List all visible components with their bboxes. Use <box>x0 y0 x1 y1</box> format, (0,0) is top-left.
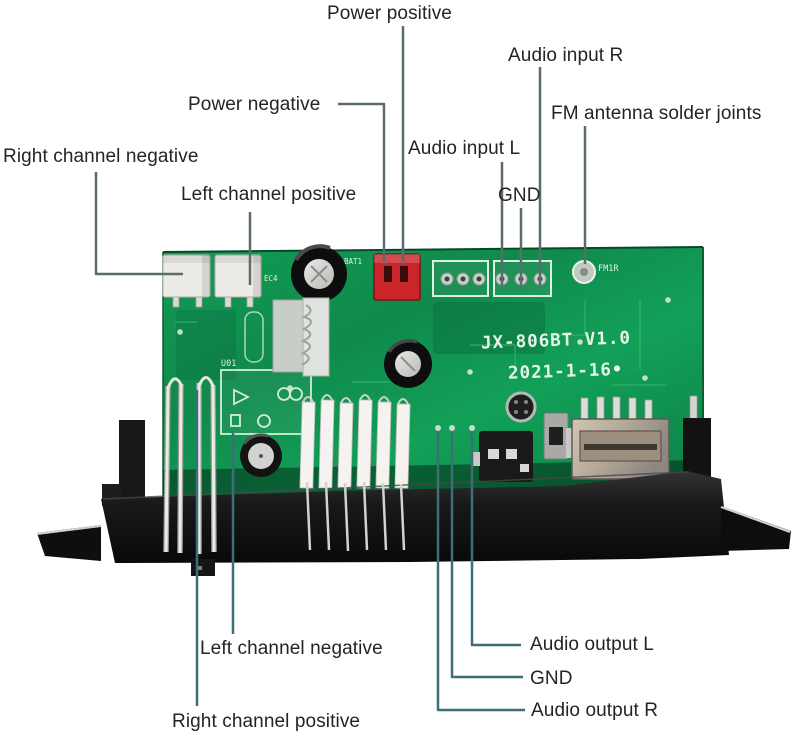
battery-connector <box>373 253 421 301</box>
pcb-traces <box>175 300 667 386</box>
tactile-switch <box>543 412 569 460</box>
leader-lines <box>94 26 587 712</box>
usb-port <box>566 396 670 480</box>
right-channel-connector <box>162 254 211 308</box>
microphone <box>505 391 537 423</box>
silk-outline-small <box>244 311 264 363</box>
electrolytic-capacitor-1 <box>291 244 347 302</box>
ic-outline-box <box>220 369 312 435</box>
label-fm-antenna: FM antenna solder joints <box>551 103 762 124</box>
heatsink-bar <box>102 420 145 506</box>
fm-antenna-pad <box>572 260 596 284</box>
label-left-channel-positive: Left channel positive <box>181 184 357 205</box>
label-power-negative: Power negative <box>188 94 321 115</box>
smd-transistor <box>473 431 533 482</box>
label-audio-output-l: Audio output L <box>530 634 654 655</box>
push-button <box>240 433 282 477</box>
label-left-channel-negative: Left channel negative <box>200 638 383 659</box>
right-mounting-wing <box>721 506 791 551</box>
electrolytic-capacitor-2 <box>384 338 432 388</box>
label-audio-output-r: Audio output R <box>531 700 659 721</box>
silkscreen-fm-label: FM1R <box>598 264 619 274</box>
panel-foot <box>191 559 215 576</box>
label-audio-input-r: Audio input R <box>508 45 624 66</box>
label-gnd-bottom: GND <box>530 668 573 689</box>
film-capacitor-bank <box>299 394 411 489</box>
leader-right-channel-negative <box>94 172 183 276</box>
label-right-channel-negative: Right channel negative <box>3 146 199 167</box>
component-legs <box>163 376 406 554</box>
front-panel <box>36 471 791 576</box>
silkscreen-date: 2021-1-16• <box>508 360 624 384</box>
leader-gnd-bottom <box>450 428 523 679</box>
label-right-channel-positive: Right channel positive <box>172 711 361 732</box>
silkscreen-cap-label: EC4 <box>264 274 278 283</box>
leader-audio-output-r <box>436 428 525 712</box>
left-mounting-wing <box>37 525 101 561</box>
label-power-positive: Power positive <box>327 3 452 24</box>
silkscreen-ic-label: U01 <box>221 359 236 369</box>
leader-power-negative <box>338 102 386 264</box>
silkscreen-bat-label: BAT1 <box>344 257 362 266</box>
shielded-component <box>272 297 330 377</box>
label-audio-input-l: Audio input L <box>408 138 521 159</box>
pcb-vias <box>177 297 671 391</box>
pin-header-1 <box>432 260 489 297</box>
leader-audio-output-l <box>470 428 521 647</box>
label-gnd-top: GND <box>498 185 541 206</box>
